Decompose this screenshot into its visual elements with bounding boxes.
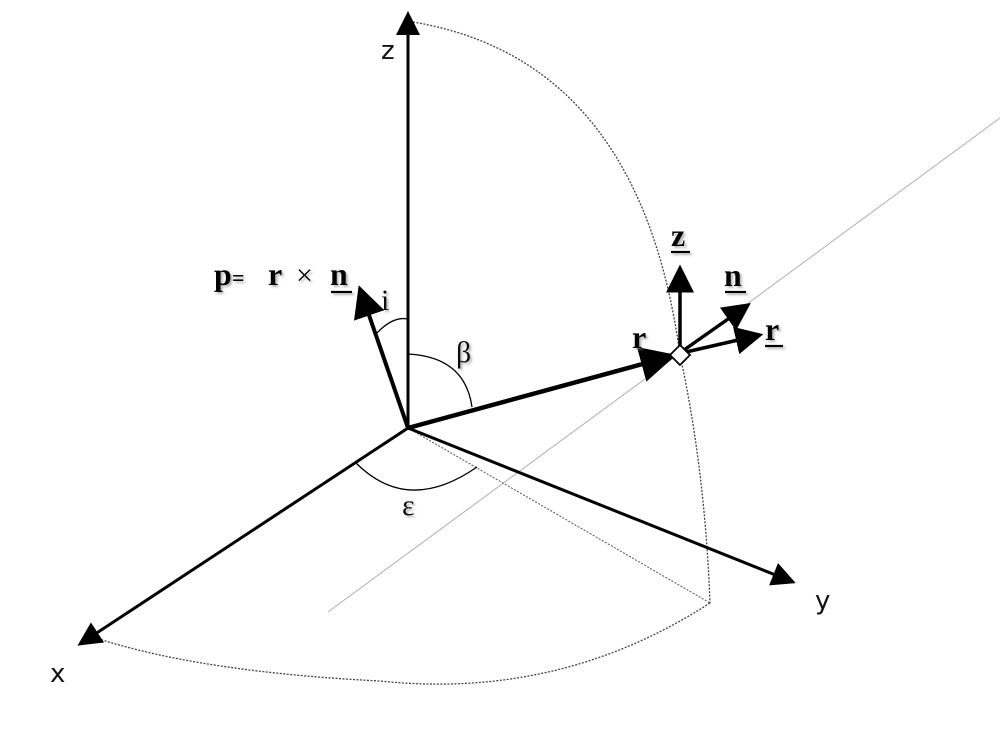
angle-beta-arc [407,353,473,408]
body-diamond-icon [668,343,692,367]
angle-i-arc [376,317,409,334]
equator-arc [95,602,711,685]
equals-symbol: = [232,265,245,290]
r-vector-label: r [632,319,646,355]
local-r-vector [685,326,764,355]
cross-symbol: × [296,259,313,292]
angle-epsilon-arc [355,462,478,491]
r-symbol: r [268,256,282,292]
local-n-label: n [724,257,742,293]
meridian-arc [412,21,711,604]
angle-i-label: i [381,284,389,317]
x-axis [77,426,409,646]
n-symbol: n [330,256,348,292]
projection-line [407,427,711,604]
local-z-label-group: z [671,217,690,254]
y-axis-label: y [815,586,830,616]
z-axis-label: z [381,36,395,66]
angle-beta-label: β [456,336,471,369]
guide-line [327,117,1000,613]
p-vector [354,285,410,429]
p-symbol: p [214,256,232,292]
local-z-label: z [671,217,685,253]
local-r-label-group: r [765,311,783,348]
y-axis [407,426,796,586]
local-r-label: r [765,311,779,347]
r-vector [407,346,677,431]
local-n-label-group: n [724,257,746,294]
p-vector-label: p = r × n [214,256,352,294]
x-axis-label: x [50,659,65,689]
local-n-vector [682,302,751,352]
angle-epsilon-label: ε [402,489,415,522]
